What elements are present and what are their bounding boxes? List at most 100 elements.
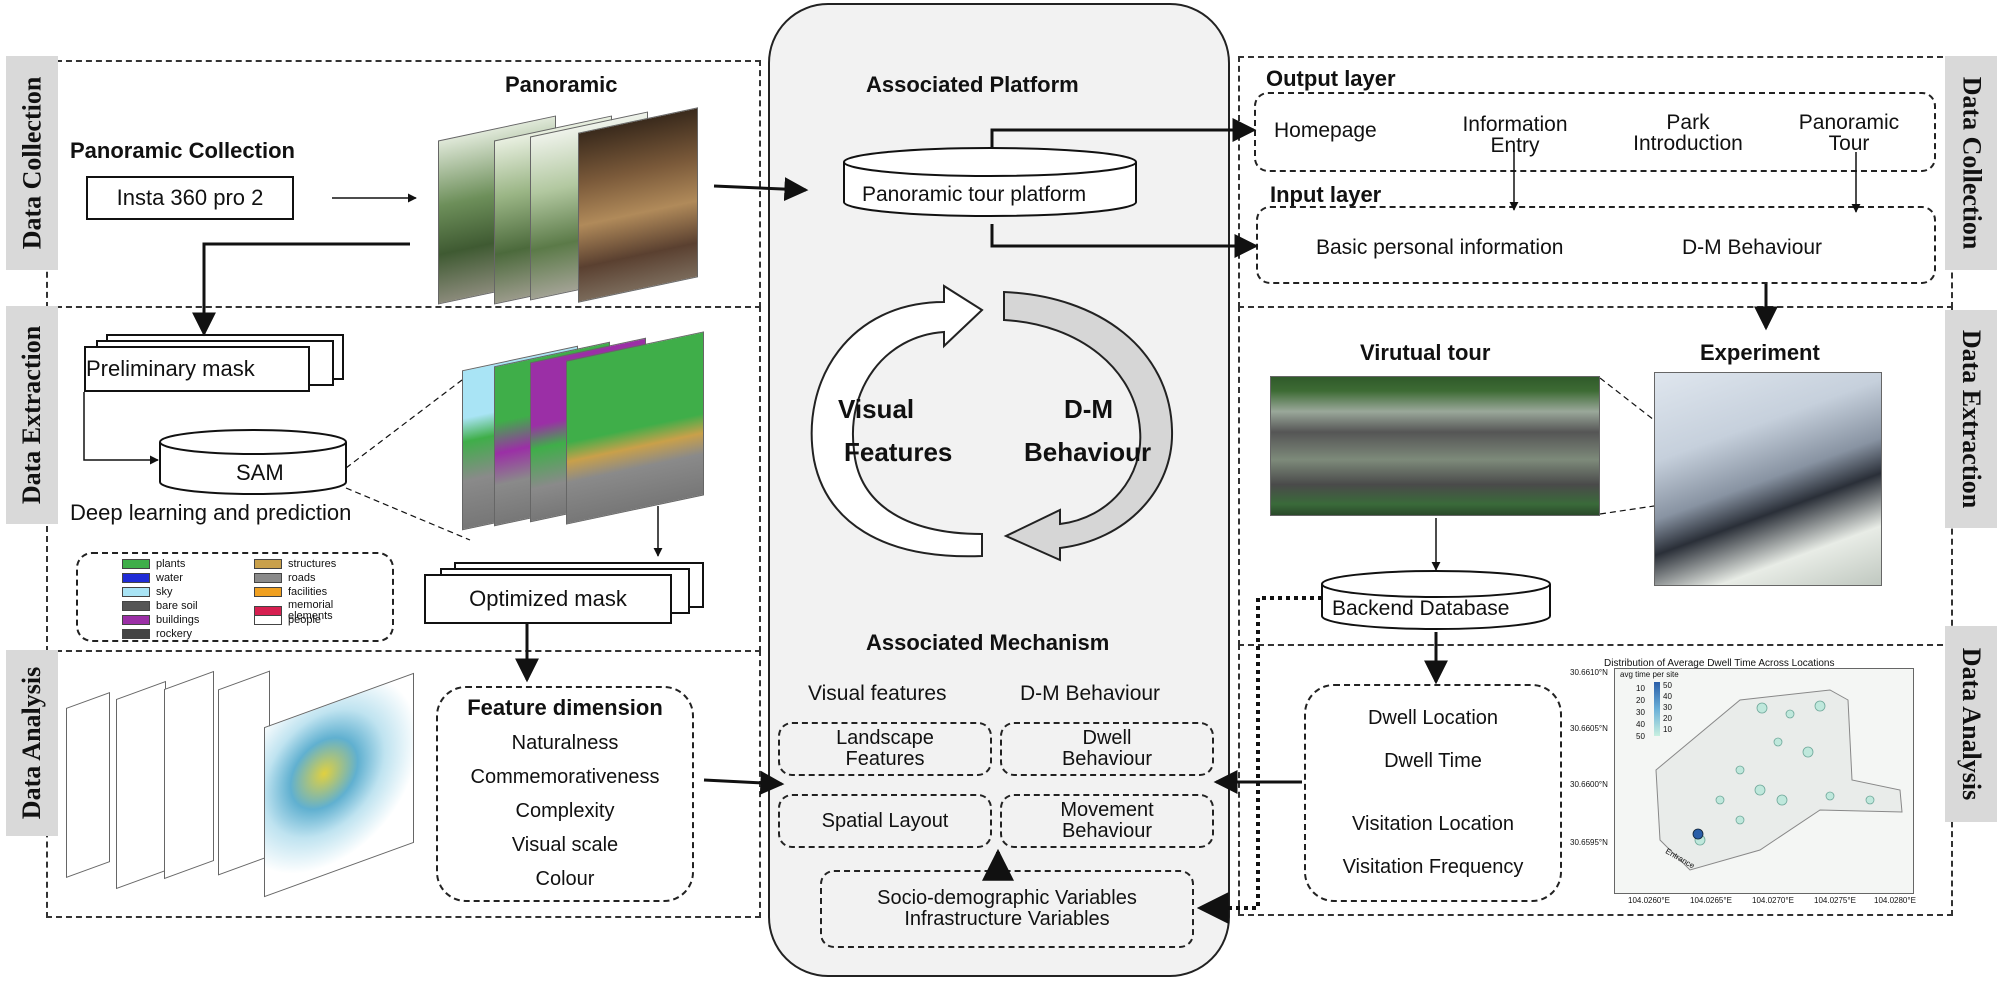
legend-swatch — [254, 587, 282, 597]
metric-item: Visitation Location — [1352, 813, 1514, 835]
map-colorbar-value: 10 — [1663, 725, 1672, 734]
lon-tick: 104.0260°E — [1628, 896, 1670, 905]
lon-tick: 104.0270°E — [1752, 896, 1794, 905]
legend-item: sky — [122, 586, 173, 598]
legend-label: structures — [288, 558, 337, 570]
lat-tick: 30.6605°N — [1570, 724, 1608, 733]
panorama-image-4 — [578, 107, 698, 303]
input-layer-title: Input layer — [1270, 182, 1382, 207]
legend-swatch — [254, 615, 282, 625]
side-tab-label: Data Collection — [1957, 76, 1986, 250]
backend-database-label: Backend Database — [1332, 597, 1510, 620]
basic-info-label: Basic personal information — [1316, 236, 1564, 259]
side-tab-label: Data Collection — [17, 76, 46, 250]
dm-cycle-label-1: D-M — [1064, 394, 1114, 424]
col-dm-behaviour: D-M Behaviour — [1020, 682, 1161, 705]
side-tab-right-analysis: Data Analysis — [1945, 626, 1997, 822]
lon-tick: 104.0265°E — [1690, 896, 1732, 905]
platform-label: Panoramic tour platform — [862, 183, 1087, 206]
homepage-label: Homepage — [1274, 119, 1377, 142]
map-colorbar-value: 40 — [1663, 692, 1672, 701]
map-legend-title: avg time per site — [1620, 670, 1679, 679]
behaviour-metrics-box: Dwell Location Dwell Time Visitation Loc… — [1304, 684, 1562, 902]
lon-tick: 104.0280°E — [1874, 896, 1916, 905]
map-colorbar — [1654, 682, 1660, 736]
legend-item: bare soil — [122, 600, 198, 612]
legend-swatch — [122, 615, 150, 625]
side-tab-right-collection: Data Collection — [1945, 56, 1997, 270]
heatmap-panel-2 — [116, 680, 166, 890]
feature-item: Complexity — [515, 800, 615, 823]
spatial-layout-label: Spatial Layout — [821, 809, 949, 832]
legend-label: buildings — [156, 614, 200, 626]
legend-swatch — [122, 587, 150, 597]
legend-label: plants — [156, 558, 186, 570]
map-colorbar-value: 20 — [1663, 714, 1672, 723]
legend-item: roads — [254, 572, 316, 584]
experiment-title: Experiment — [1700, 340, 1820, 365]
movement-behaviour-label: Movement Behaviour — [1060, 799, 1154, 842]
side-tab-label: Data Extraction — [1957, 329, 1987, 509]
experiment-photo — [1654, 372, 1882, 586]
map-legend-value: 10 — [1636, 684, 1645, 693]
map-legend-value: 30 — [1636, 708, 1645, 717]
legend-item: buildings — [122, 614, 199, 626]
legend-swatch — [122, 559, 150, 569]
optimized-mask-label: Optimized mask — [469, 586, 627, 611]
panoramic-title: Panoramic — [505, 72, 618, 97]
col-visual-features: Visual features — [808, 682, 947, 705]
dm-cycle-label-2: Behaviour — [1024, 437, 1152, 467]
dm-behaviour-input-label: D-M Behaviour — [1682, 236, 1823, 259]
segmentation-image-4 — [566, 331, 704, 525]
heatmap-panel-1 — [66, 691, 110, 879]
legend-label: roads — [288, 572, 316, 584]
metric-item: Dwell Time — [1384, 750, 1482, 772]
legend-swatch — [254, 559, 282, 569]
virtual-tour-screenshot — [1270, 376, 1600, 516]
information-entry-label: Information Entry — [1462, 113, 1568, 157]
legend-label: water — [156, 572, 183, 584]
lat-tick: 30.6610°N — [1570, 668, 1608, 677]
dwell-behaviour-box: Dwell Behaviour — [1000, 722, 1214, 776]
side-tab-left-extraction: Data Extraction — [6, 306, 58, 524]
legend-item: structures — [254, 558, 336, 570]
side-tab-right-extraction: Data Extraction — [1945, 310, 1997, 528]
legend-swatch — [122, 573, 150, 583]
side-tab-label: Data Analysis — [1957, 647, 1987, 801]
lon-tick: 104.0275°E — [1814, 896, 1856, 905]
heatmap-panel-4 — [218, 670, 270, 876]
map-title: Distribution of Average Dwell Time Acros… — [1604, 658, 1835, 669]
legend-label: bare soil — [156, 600, 198, 612]
map-legend-value: 20 — [1636, 696, 1645, 705]
spatial-layout-box: Spatial Layout — [778, 794, 992, 848]
feature-item: Naturalness — [511, 732, 619, 755]
map-colorbar-value: 30 — [1663, 703, 1672, 712]
legend-label: rockery — [156, 628, 193, 640]
legend-swatch — [122, 629, 150, 639]
legend-label: sky — [156, 586, 173, 598]
lat-tick: 30.6600°N — [1570, 780, 1608, 789]
feature-dimension-box: Feature dimension Naturalness Commemorat… — [436, 686, 694, 902]
legend-label: facilities — [288, 586, 328, 598]
device-label: Insta 360 pro 2 — [116, 185, 264, 210]
side-tab-left-collection: Data Collection — [6, 56, 58, 270]
feature-item: Visual scale — [511, 834, 619, 857]
movement-behaviour-box: Movement Behaviour — [1000, 794, 1214, 848]
feature-item: Commemorativeness — [470, 766, 660, 789]
map-legend-value: 40 — [1636, 720, 1645, 729]
legend-label: memorial elements — [288, 599, 334, 622]
deep-learning-label: Deep learning and prediction — [70, 500, 352, 525]
legend-swatch — [254, 573, 282, 583]
dwell-behaviour-label: Dwell Behaviour — [1061, 727, 1153, 770]
optimized-mask-box: Optimized mask — [424, 574, 672, 624]
landscape-features-label: Landscape Features — [836, 727, 934, 770]
sam-label: SAM — [236, 460, 284, 485]
lat-tick: 30.6595°N — [1570, 838, 1608, 847]
socio-infrastructure-box: Socio-demographic Variables Infrastructu… — [820, 870, 1194, 948]
side-tab-label: Data Extraction — [17, 325, 47, 505]
feature-item: Colour — [535, 868, 595, 891]
device-box: Insta 360 pro 2 — [86, 176, 294, 220]
visual-features-cycle-label-2: Features — [844, 437, 953, 467]
virtual-tour-title: Virutual tour — [1360, 340, 1491, 365]
panoramic-collection-title: Panoramic Collection — [70, 138, 295, 163]
